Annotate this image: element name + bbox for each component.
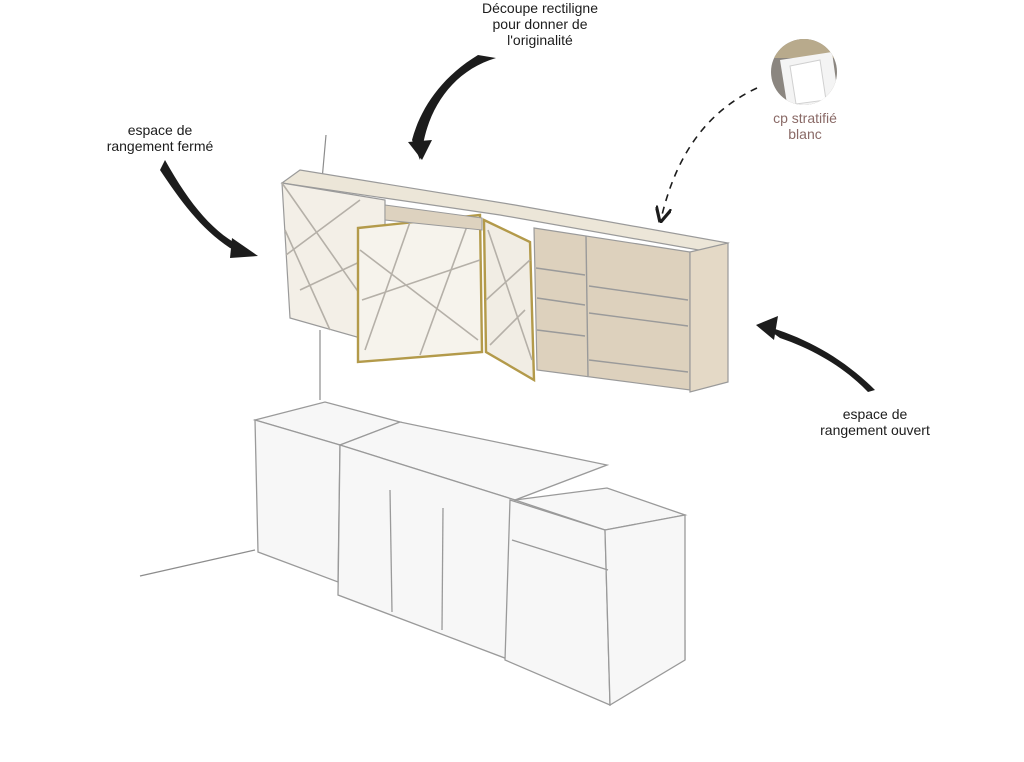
label-cp-stratifie: cp stratifié blanc — [773, 110, 837, 142]
sideboard-front-right — [504, 499, 611, 706]
label-espace-ferme: espace de rangement fermé — [106, 122, 214, 154]
open-door-right — [482, 218, 536, 383]
lower-sideboard — [252, 401, 688, 707]
sideboard-front-left — [254, 419, 341, 583]
closed-storage-interior — [384, 204, 483, 231]
sideboard-side-right — [604, 514, 686, 707]
upper-cabinet — [280, 169, 730, 393]
arrow-decoupe — [408, 55, 496, 160]
arrow-cp-dashed — [662, 87, 758, 215]
arrow-ferme — [160, 160, 258, 258]
upper-cabinet-side — [689, 242, 729, 393]
label-decoupe-rectiligne: Découpe rectiligne pour donner de l'orig… — [482, 0, 598, 48]
arrow-ouvert — [756, 316, 875, 392]
open-storage-back — [533, 227, 691, 391]
material-swatch — [771, 39, 837, 105]
open-storage-shelves — [535, 235, 689, 377]
label-espace-ouvert: espace de rangement ouvert — [820, 406, 930, 438]
